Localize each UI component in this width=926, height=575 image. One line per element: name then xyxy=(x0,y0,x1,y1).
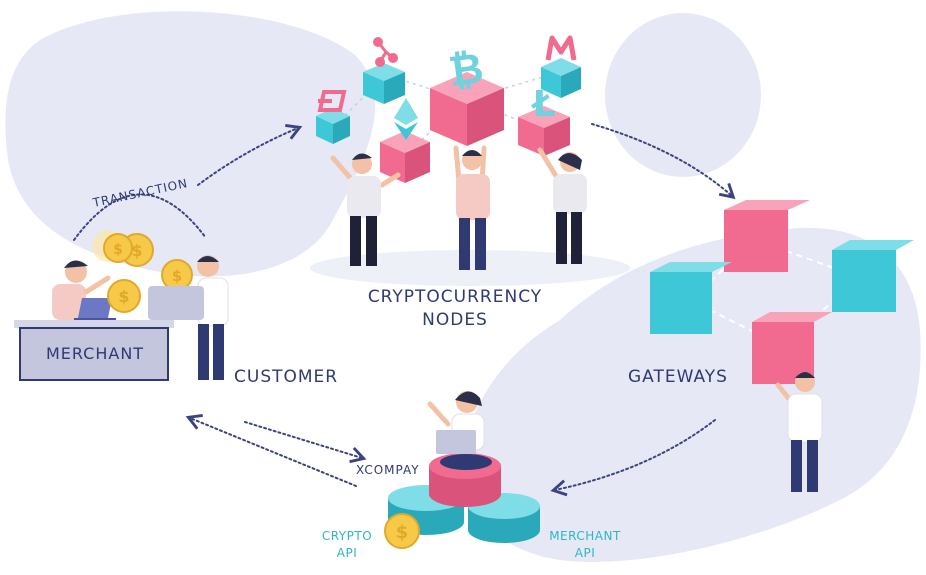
arrow-gateway-to-xcompay xyxy=(550,419,716,497)
gateways-label: GATEWAYS xyxy=(628,367,728,387)
coin-api-symbol: $ xyxy=(396,522,409,543)
node-cube-litecoin xyxy=(518,106,570,156)
dash-icon xyxy=(317,90,347,112)
nodes-label-line2: NODES xyxy=(422,310,488,330)
laptop-icon xyxy=(74,298,116,321)
transaction-arc xyxy=(73,193,207,241)
arrow-to-gateways xyxy=(591,123,736,200)
card-icon xyxy=(148,286,204,320)
merchant-desk xyxy=(14,320,174,381)
svg-text:₿: ₿ xyxy=(446,43,487,96)
ethereum-icon xyxy=(394,98,418,140)
gateway-cube-right xyxy=(832,240,914,312)
xcompay-person xyxy=(427,391,492,470)
node-cube-ripple xyxy=(363,63,405,104)
svg-text:$: $ xyxy=(118,287,129,306)
merchant-api-label-line2: API xyxy=(574,546,596,560)
background-blob-left xyxy=(5,11,376,277)
person-node-center xyxy=(453,145,490,270)
litecoin-icon: Ł xyxy=(530,84,555,125)
crypto-api-label-line1: CRYPTO xyxy=(321,529,373,543)
person-node-left xyxy=(330,153,401,266)
background-blob-bottom-right xyxy=(461,227,921,562)
crypto-api-label-line2: API xyxy=(336,546,358,560)
coin-icon-group xyxy=(92,230,193,313)
svg-text:$: $ xyxy=(172,267,182,285)
person-node-right xyxy=(537,147,587,264)
merchant-person xyxy=(52,260,111,320)
xcompay-label: XCOMPAY xyxy=(356,463,420,477)
merchant-label: MERCHANT xyxy=(45,343,145,363)
gateway-cube-left xyxy=(650,262,732,334)
arrow-xcompay-to-merchant xyxy=(185,414,357,487)
coin-symbols: $ $ $ $ xyxy=(113,241,182,306)
arrow-customer-to-xcompay xyxy=(244,421,367,464)
person-gateway xyxy=(775,372,823,492)
monero-icon xyxy=(545,35,577,61)
svg-text:$: $ xyxy=(113,242,123,258)
background-blob-top-right xyxy=(605,13,761,177)
nodes-label-line1: CRYPTOCURRENCY xyxy=(367,287,543,307)
gateway-cube-top xyxy=(724,200,810,272)
svg-text:$: $ xyxy=(131,241,142,260)
arrow-to-nodes xyxy=(197,124,303,186)
flow-arrows xyxy=(73,123,736,497)
ripple-icon xyxy=(373,37,398,67)
bitcoin-icon: ₿ xyxy=(446,43,487,96)
node-cube-bitcoin xyxy=(430,72,504,146)
coin-icon-api xyxy=(384,513,420,549)
customer-label: CUSTOMER xyxy=(234,367,339,387)
svg-text:Ł: Ł xyxy=(530,84,555,125)
node-cube-ethereum xyxy=(380,131,430,183)
node-cube-dash xyxy=(316,108,350,144)
merchant-api-label-line1: MERCHANT xyxy=(549,529,621,543)
node-cube-monero xyxy=(541,58,581,98)
customer-person xyxy=(197,255,229,380)
